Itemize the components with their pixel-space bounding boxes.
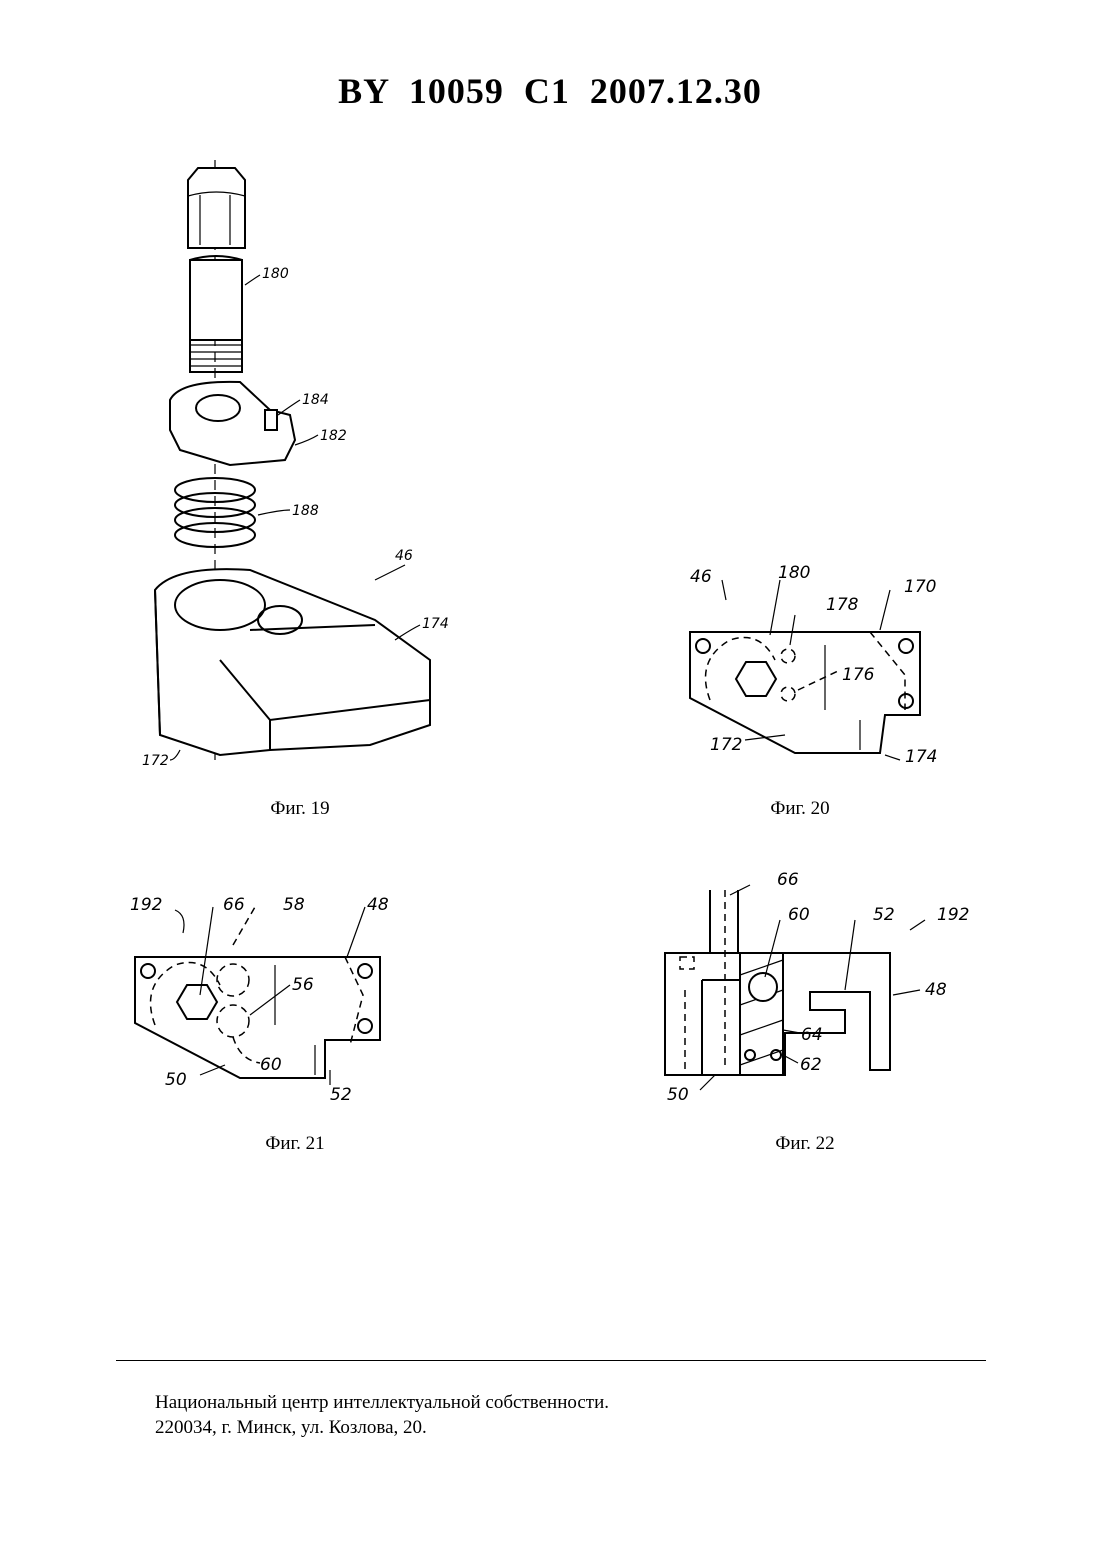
document-header: BY 10059 C1 2007.12.30 [0,70,1100,112]
label-48: 48 [925,980,947,1000]
label-60: 60 [260,1055,282,1075]
footer-divider [116,1360,986,1361]
label-182: 182 [320,428,347,444]
label-180: 180 [778,563,810,583]
figure-22-drawing: 66 60 52 192 48 64 62 50 [655,865,985,1110]
figure-19-caption: Фиг. 19 [240,798,360,820]
label-66: 66 [777,870,799,890]
label-66: 66 [223,895,245,915]
label-48: 48 [367,895,389,915]
label-192: 192 [937,905,969,925]
label-180: 180 [262,266,289,282]
label-50: 50 [165,1070,187,1090]
figure-21: 192 66 58 48 56 60 50 52 [125,885,415,1110]
figure-20-caption: Фиг. 20 [740,798,860,820]
label-56: 56 [292,975,314,995]
figure-19-drawing: 180 184 182 188 46 174 172 [120,160,480,780]
figure-20: 46 180 178 170 176 172 174 [680,560,970,770]
footer-line-2: 220034, г. Минск, ул. Козлова, 20. [155,1415,609,1440]
figure-22: 66 60 52 192 48 64 62 50 [655,865,985,1110]
label-64: 64 [801,1025,823,1045]
label-174: 174 [905,747,937,767]
label-184: 184 [302,392,329,408]
label-46: 46 [690,567,712,587]
figure-22-caption: Фиг. 22 [745,1133,865,1155]
label-170: 170 [904,577,936,597]
figure-19: 180 184 182 188 46 174 172 [120,160,480,780]
label-50: 50 [667,1085,689,1105]
label-52: 52 [873,905,895,925]
figure-20-drawing: 46 180 178 170 176 172 174 [680,560,970,770]
label-172: 172 [142,753,169,769]
label-60: 60 [788,905,810,925]
label-192: 192 [130,895,162,915]
footer: Национальный центр интеллектуальной собс… [155,1390,609,1440]
label-188: 188 [292,503,319,519]
figure-21-caption: Фиг. 21 [235,1133,355,1155]
label-178: 178 [826,595,859,615]
footer-line-1: Национальный центр интеллектуальной собс… [155,1390,609,1415]
label-172: 172 [710,735,742,755]
label-174: 174 [422,616,449,632]
label-58: 58 [283,895,305,915]
label-62: 62 [800,1055,822,1075]
label-176: 176 [842,665,875,685]
label-52: 52 [330,1085,352,1105]
label-46: 46 [395,548,413,564]
figure-21-drawing: 192 66 58 48 56 60 50 52 [125,885,415,1110]
